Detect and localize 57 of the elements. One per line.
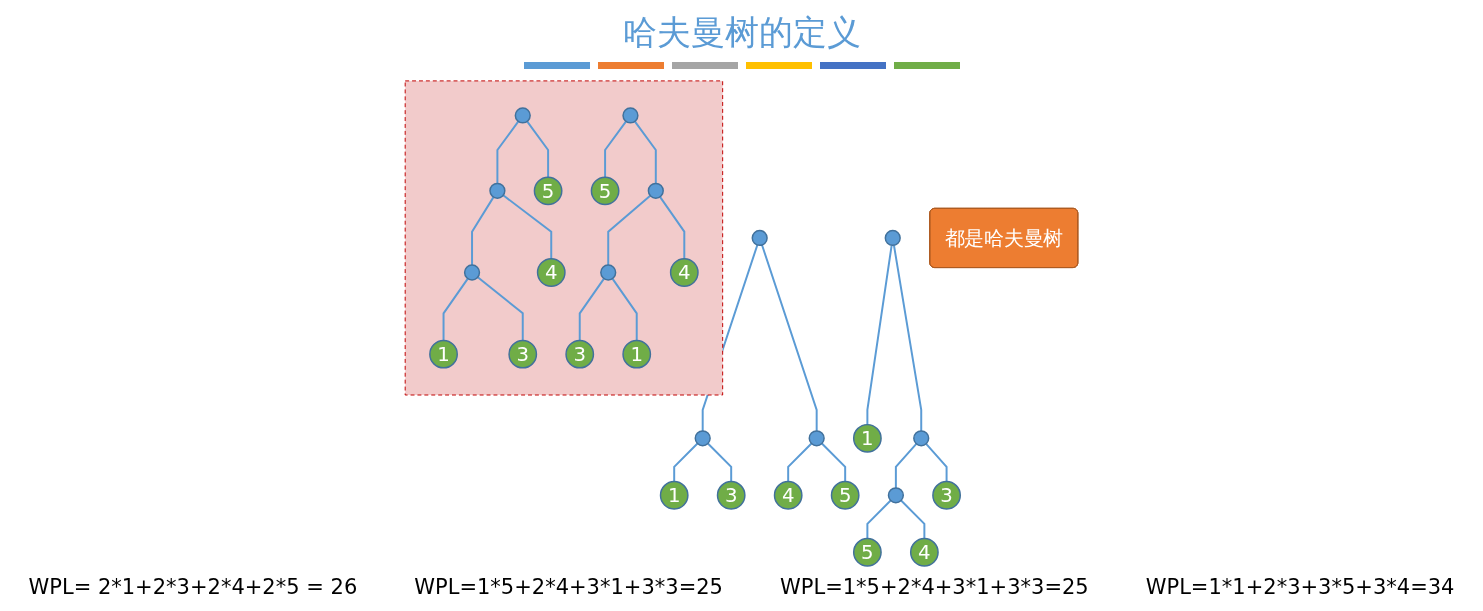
node-circle: [514, 107, 531, 124]
node-circle: 5: [590, 176, 620, 206]
node-circle: 1: [659, 480, 689, 510]
connector: [673, 442, 699, 483]
node-circle: [600, 264, 617, 281]
wpl-formula: WPL=1*5+2*4+3*1+3*3=25: [780, 575, 1089, 599]
node-circle: 4: [773, 480, 803, 510]
node-circle: 3: [508, 339, 538, 369]
connector: [604, 120, 628, 179]
node-circle: 5: [852, 537, 882, 567]
node-circle: [489, 182, 506, 199]
connector: [706, 442, 733, 483]
node-circle: 5: [533, 176, 563, 206]
connector: [526, 120, 550, 179]
cluster: [404, 80, 724, 396]
connector: [820, 442, 847, 483]
wpl-formula: WPL= 2*1+2*3+2*4+2*5 = 26: [28, 575, 358, 599]
connector: [659, 195, 686, 260]
title: 哈夫曼树的定义: [622, 11, 861, 54]
connector: [471, 196, 495, 267]
connector: [892, 244, 923, 432]
node-circle: 4: [909, 537, 939, 567]
node-circle: [884, 229, 901, 247]
connector: [866, 244, 893, 426]
node-circle: [463, 264, 481, 281]
connector: [894, 442, 918, 489]
node-circle: [887, 487, 904, 504]
connector: [925, 442, 948, 483]
connector: [900, 499, 926, 540]
node-circle: 3: [565, 339, 595, 369]
connector: [611, 277, 638, 342]
connector: [442, 277, 469, 342]
wpl-formula: WPL=1*1+2*3+3*5+3*4=34: [1145, 575, 1455, 599]
connector: [578, 277, 605, 342]
node-circle: 1: [429, 339, 458, 369]
node-circle: 5: [830, 480, 860, 510]
connector: [787, 442, 813, 483]
node-circle: [647, 182, 664, 199]
node-circle: 3: [932, 480, 961, 510]
connector: [633, 120, 657, 185]
connector: [607, 194, 652, 267]
node-circle: 1: [852, 423, 882, 453]
node-circle: 1: [622, 339, 652, 369]
node-circle: [913, 430, 930, 447]
connector: [502, 194, 553, 260]
node-circle: 4: [536, 258, 566, 287]
wpl-formula: WPL=1*5+2*4+3*1+3*3=25: [414, 575, 723, 599]
node-circle: [751, 229, 768, 247]
connector: [476, 276, 524, 342]
node-circle: [694, 430, 711, 447]
node-circle: [808, 430, 825, 447]
connector: [761, 244, 818, 432]
connector: [496, 120, 520, 185]
node-circle: 4: [669, 258, 699, 287]
node-circle: [622, 107, 639, 124]
node-circle: 3: [716, 480, 746, 510]
connector: [866, 499, 892, 540]
